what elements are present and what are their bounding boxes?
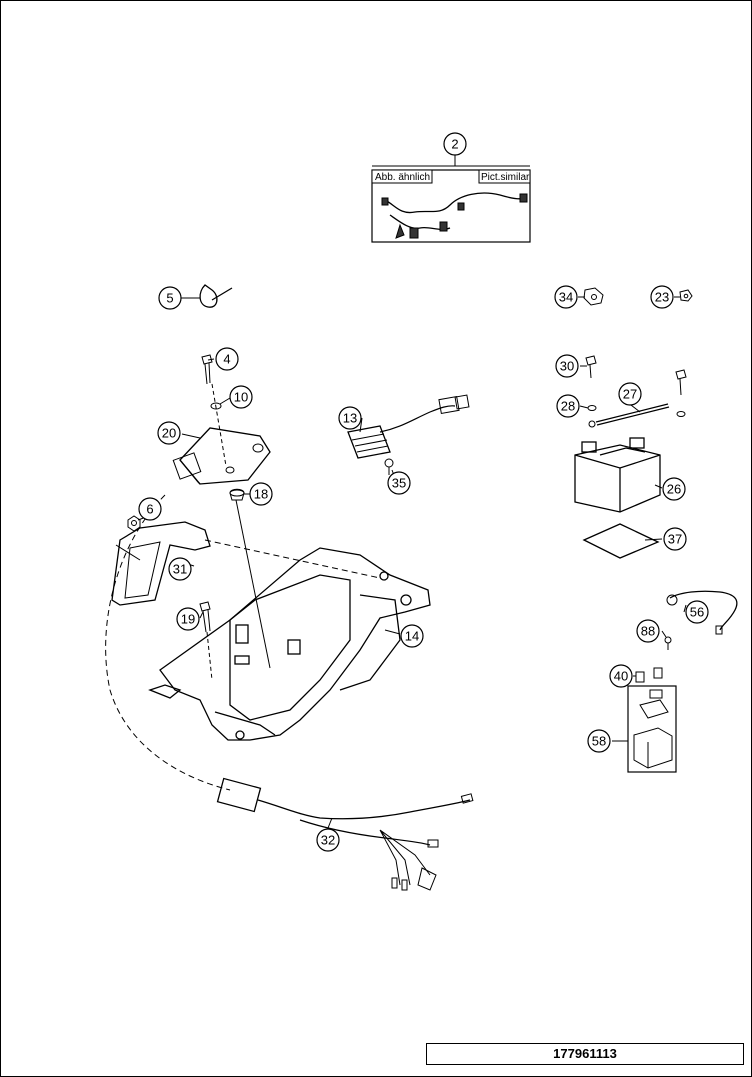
assembly-line xyxy=(105,494,231,791)
callout-circle-18 xyxy=(249,482,273,506)
part-battery-cable-27 xyxy=(588,369,687,428)
callout-number-20: 20 xyxy=(162,426,176,441)
assembly-line xyxy=(235,499,271,669)
callout-number-13: 13 xyxy=(343,411,357,426)
callout-circle-6 xyxy=(138,497,162,521)
callout-number-56: 56 xyxy=(690,605,704,620)
callout-circle-5 xyxy=(158,286,182,310)
part-main-harness-32 xyxy=(216,777,474,891)
assembly-line xyxy=(206,631,213,681)
part-fuses-40 xyxy=(635,667,663,683)
callout-number-4: 4 xyxy=(223,352,230,367)
callout-number-35: 35 xyxy=(392,476,406,491)
part-cable-tie xyxy=(199,284,233,308)
callout-circles xyxy=(138,132,709,852)
callout-number-19: 19 xyxy=(181,612,195,627)
callout-circle-19 xyxy=(176,607,200,631)
callout-number-40: 40 xyxy=(614,669,628,684)
callout-number-18: 18 xyxy=(254,487,268,502)
callout-circle-37 xyxy=(663,527,687,551)
part-screw-4 xyxy=(201,354,213,385)
part-screw-88 xyxy=(664,636,672,650)
part-regulator-13 xyxy=(347,394,470,459)
callout-number-26: 26 xyxy=(667,482,681,497)
part-holder-31 xyxy=(111,521,211,606)
part-nut-23 xyxy=(679,289,693,302)
callout-number-37: 37 xyxy=(668,532,682,547)
part-clip-34 xyxy=(583,287,604,306)
callout-circle-14 xyxy=(400,624,424,648)
callout-number-27: 27 xyxy=(623,387,637,402)
inset-label-left: Abb. ähnlich xyxy=(375,172,430,183)
part-washer-28 xyxy=(587,405,597,411)
callout-circle-88 xyxy=(636,619,660,643)
callout-number-34: 34 xyxy=(559,290,573,305)
part-screw-30 xyxy=(585,355,597,379)
callout-number-23: 23 xyxy=(655,290,669,305)
callout-number-28: 28 xyxy=(561,399,575,414)
part-main-bracket-14 xyxy=(148,547,431,741)
callout-circle-13 xyxy=(338,406,362,430)
part-control-unit-20 xyxy=(172,427,271,485)
inset-wiring-harness xyxy=(371,155,531,243)
part-grommet-18 xyxy=(229,488,245,501)
callout-circle-2 xyxy=(443,132,467,156)
callout-number-5: 5 xyxy=(166,291,173,306)
callout-number-30: 30 xyxy=(560,359,574,374)
callout-circle-56 xyxy=(685,600,709,624)
callout-number-6: 6 xyxy=(146,502,153,517)
callout-number-58: 58 xyxy=(592,734,606,749)
part-ground-cable-56 xyxy=(666,590,738,635)
assembly-line xyxy=(204,539,381,579)
callout-number-2: 2 xyxy=(451,137,458,152)
callout-circle-4 xyxy=(215,347,239,371)
callout-circle-20 xyxy=(157,421,181,445)
callout-number-14: 14 xyxy=(405,629,419,644)
part-screw-19 xyxy=(199,601,211,633)
callout-circle-26 xyxy=(662,477,686,501)
callout-circle-32 xyxy=(316,828,340,852)
callout-circle-31 xyxy=(168,557,192,581)
callout-circle-27 xyxy=(618,382,642,406)
callout-number-10: 10 xyxy=(234,390,248,405)
callout-circle-30 xyxy=(555,354,579,378)
drawing-number: 177961113 xyxy=(426,1043,744,1065)
callout-circle-28 xyxy=(556,394,580,418)
callout-circle-23 xyxy=(650,285,674,309)
part-pad-37 xyxy=(582,523,660,559)
inset-label-right: Pict.similar xyxy=(481,172,530,183)
callout-circle-40 xyxy=(609,664,633,688)
callout-circle-35 xyxy=(387,471,411,495)
part-fuse-box-58 xyxy=(627,685,677,773)
part-battery-26 xyxy=(574,437,661,513)
callout-number-31: 31 xyxy=(173,562,187,577)
callout-circle-58 xyxy=(587,729,611,753)
callout-number-32: 32 xyxy=(321,833,335,848)
assembly-line xyxy=(211,383,227,467)
callout-number-88: 88 xyxy=(641,624,655,639)
part-screw-35 xyxy=(384,458,394,475)
callout-circle-10 xyxy=(229,385,253,409)
callout-circle-34 xyxy=(554,285,578,309)
